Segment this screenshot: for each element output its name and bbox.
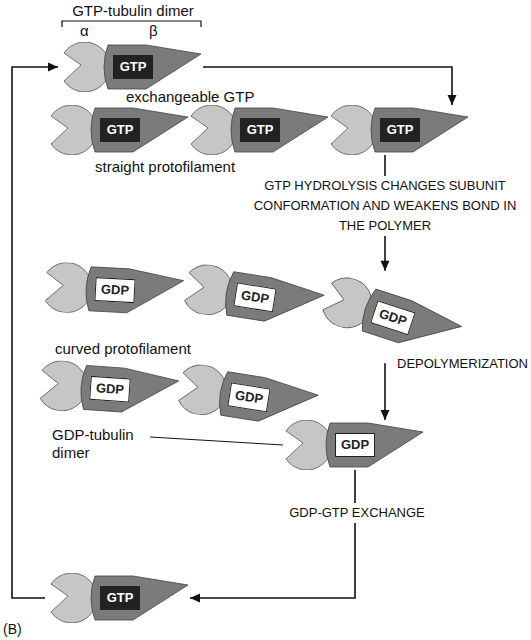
nucleotide-label: GDP: [94, 277, 135, 303]
tubulin-dimer: GTP: [58, 42, 203, 92]
arrow-head: [381, 410, 390, 420]
alpha-subunit: [64, 42, 110, 92]
tubulin-dimer: GDP: [280, 420, 425, 470]
beta-subunit: [371, 108, 468, 152]
cycle-arrow: [381, 363, 390, 420]
beta-subunit: [104, 45, 201, 89]
text-label: GDP-tubulin dimer: [52, 426, 152, 462]
beta-subunit: [223, 271, 326, 330]
arrow-head: [190, 594, 200, 603]
tubulin-dimer: GTP: [45, 105, 190, 155]
tubulin-dimer: GTP: [325, 105, 470, 155]
beta-subunit: [358, 288, 464, 360]
tubulin-dimer: GTP: [185, 105, 330, 155]
step-label: GDP-GTP EXCHANGE: [282, 503, 432, 523]
alpha-subunit: [286, 420, 332, 470]
tubulin-dimer: GDP: [177, 261, 328, 333]
arrow-line: [203, 67, 452, 105]
nucleotide-label: GTP: [100, 586, 140, 610]
cycle-arrow: [190, 470, 355, 603]
text-label: exchangeable GTP: [126, 88, 254, 106]
arrow-head: [48, 63, 58, 72]
nucleotide-label: GTP: [240, 118, 280, 142]
tubulin-dimer: GDP: [39, 261, 186, 319]
beta-subunit: [326, 423, 423, 467]
arrow-head: [448, 95, 457, 105]
beta-subunit: [91, 108, 188, 152]
nucleotide-label: GTP: [113, 55, 153, 79]
leader-line: [150, 437, 283, 445]
text-label: (B): [3, 620, 22, 638]
text-label: curved protofilament: [55, 340, 191, 358]
alpha-subunit: [51, 105, 97, 155]
cycle-arrow: [203, 67, 457, 105]
nucleotide-label: GTP: [100, 118, 140, 142]
nucleotide-label: GDP: [89, 376, 131, 403]
arrow-line: [12, 67, 58, 598]
arrow-head: [381, 261, 390, 271]
nucleotide-label: GDP: [335, 433, 375, 457]
beta-subunit: [91, 576, 188, 620]
step-label: GTP HYDROLYSIS CHANGES SUBUNIT CONFORMAT…: [240, 176, 530, 236]
beta-subunit: [80, 365, 180, 416]
arrow-line: [190, 470, 355, 598]
step-label: DEPOLYMERIZATION: [397, 354, 527, 374]
tubulin-dimer: GDP: [314, 271, 467, 363]
alpha-subunit: [191, 105, 237, 155]
text-label: GTP-tubulin dimer: [58, 2, 208, 20]
tubulin-dimer: GDP: [33, 359, 181, 419]
alpha-subunit: [51, 573, 97, 623]
tubulin-dimer: GTP: [45, 573, 190, 623]
text-label: straight protofilament: [95, 158, 235, 176]
beta-subunit: [85, 267, 184, 316]
text-label: β: [149, 22, 158, 40]
cycle-arrow: [12, 63, 58, 599]
beta-subunit: [231, 108, 328, 152]
text-label: α: [80, 22, 89, 40]
nucleotide-label: GTP: [380, 118, 420, 142]
alpha-subunit: [331, 105, 377, 155]
